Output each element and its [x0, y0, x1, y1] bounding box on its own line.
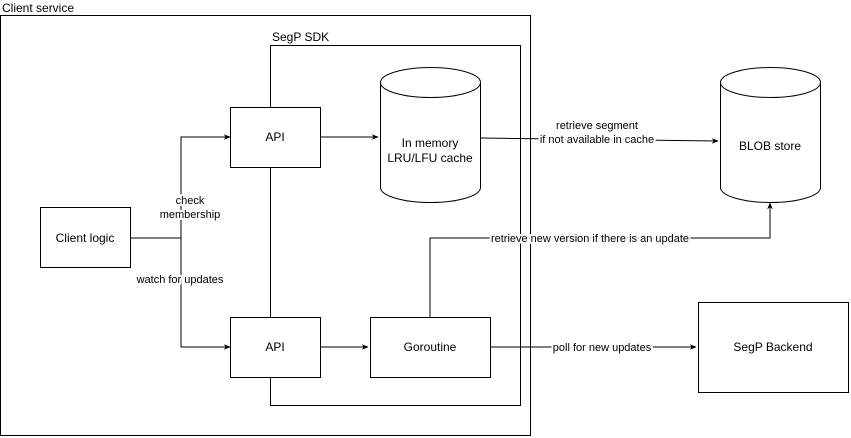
cache-cylinder: [380, 67, 481, 203]
edge-label-check: check: [176, 195, 205, 207]
edge-label-retrieve-segment: retrieve segment: [556, 120, 638, 132]
client-logic-label: Client logic: [56, 231, 115, 245]
segp-backend-node: [698, 302, 849, 393]
goroutine-label: Goroutine: [404, 340, 457, 354]
cache-label-line1: In memory: [402, 136, 459, 150]
edge-label-new-version: retrieve new version if there is an upda…: [491, 233, 689, 245]
edge-label-membership: membership: [160, 209, 221, 221]
cache-label-line2: LRU/LFU cache: [387, 151, 473, 165]
blob-store-cylinder: [720, 67, 821, 203]
client-service-label: Client service: [2, 1, 74, 15]
edge-label-watch: watch for updates: [136, 274, 224, 286]
api-bottom-node: [230, 317, 321, 378]
edge-label-poll: poll for new updates: [553, 342, 652, 354]
edge-client-to-api-top: [131, 134, 231, 239]
edge-label-if-not-available: if not available in cache: [540, 134, 654, 146]
client-service-container: [0, 15, 531, 436]
edge-cache-to-blob: [479, 137, 719, 144]
client-logic-node: [40, 207, 131, 268]
api-top-label: API: [265, 130, 284, 144]
blob-store-label: BLOB store: [739, 139, 801, 153]
edge-goroutine-to-blob: [429, 202, 773, 318]
segp-sdk-label: SegP SDK: [272, 30, 329, 44]
api-top-node: [230, 107, 321, 168]
segp-sdk-container: [270, 45, 521, 406]
api-bottom-label: API: [265, 340, 284, 354]
edge-client-to-api-bottom: [180, 238, 231, 350]
segp-backend-label: SegP Backend: [733, 340, 812, 354]
goroutine-node: [370, 317, 491, 378]
